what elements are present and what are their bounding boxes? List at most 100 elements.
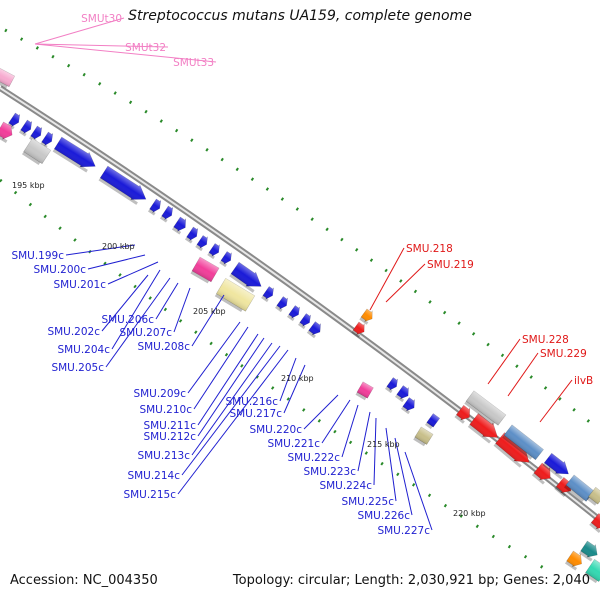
minus-gene-label-16-leader [279, 357, 297, 402]
minus-gene-0-shine [8, 113, 20, 127]
minus-gene-label-11-leader [197, 333, 259, 426]
minus-gene-right-side [542, 462, 563, 480]
minus-gene-13-side [229, 273, 255, 293]
khaki-feature-shine [414, 426, 434, 445]
minus-gene-9-side [184, 236, 193, 244]
trna-feature-lower [355, 381, 374, 401]
plus-gene-2-shine [495, 432, 530, 463]
minus-gene-label-8: SMU.208c [137, 341, 190, 353]
trna-feature-middle-shine [192, 257, 220, 282]
trna-label-2-leader [34, 43, 217, 63]
plus-gene-4-side [554, 486, 566, 497]
minus-gene-8 [171, 216, 187, 235]
minus-gene-8-side [171, 226, 182, 235]
minus-gene-19-side [385, 386, 393, 394]
minus-gene-5-shine [100, 166, 146, 200]
plus-gene-2 [493, 432, 530, 468]
minus-gene-right [542, 452, 569, 480]
minus-gene-label-15-leader [177, 349, 289, 495]
minus-gene-label-16: SMU.216c [225, 396, 278, 408]
orange-feature-lower-side [564, 560, 578, 571]
plus-gene-1-shine [469, 413, 498, 438]
plus-gene-5-side [589, 522, 600, 533]
minus-gene-label-19: SMU.221c [267, 438, 320, 450]
grey-feature-right-shine [466, 390, 506, 426]
minus-gene-6 [147, 198, 162, 216]
minus-gene-label-19-leader [321, 399, 351, 444]
minus-gene-label-1: SMU.200c [33, 264, 86, 276]
plus-gene-label-3-leader [507, 352, 539, 397]
minus-gene-label-0: SMU.199c [11, 250, 64, 262]
minus-gene-label-2-leader [107, 261, 159, 285]
plus-gene-0-side [454, 414, 465, 424]
plus-gene-small-shine [353, 321, 365, 335]
scale-label-0: 195 kbp [12, 181, 45, 190]
trna-feature-middle-side [190, 270, 210, 284]
minus-gene-4 [52, 136, 96, 173]
minus-gene-12 [219, 251, 232, 268]
khaki-feature-right [586, 486, 600, 506]
minus-gene-5-side [98, 177, 138, 205]
minus-gene-label-24: SMU.226c [357, 510, 410, 522]
minus-gene-label-18: SMU.220c [249, 424, 302, 436]
minus-gene-20-side [395, 394, 405, 403]
steel-feature-lower-side [564, 485, 585, 503]
orange-feature-upper-side [359, 317, 369, 325]
orange-feature-lower [564, 550, 582, 571]
minus-gene-label-22: SMU.224c [319, 480, 372, 492]
minus-gene-20-shine [396, 385, 409, 399]
khaki-feature-right-shine [588, 487, 600, 505]
minus-gene-7-side [159, 215, 168, 223]
minus-gene-21-side [401, 406, 411, 415]
minus-gene-label-12: SMU.212c [143, 431, 196, 443]
plus-gene-5-shine [591, 513, 600, 529]
pale-feature-middle-shine [216, 278, 255, 312]
plus-gene-1-side [467, 424, 491, 444]
minus-gene-4-shine [54, 137, 96, 167]
minus-gene-label-17-leader [283, 364, 306, 414]
minus-gene-13-shine [230, 262, 262, 287]
minus-gene-label-7-leader [173, 287, 191, 333]
minus-gene-1 [18, 119, 33, 137]
minus-gene-2-shine [30, 126, 42, 140]
trna-label-1: SMUt32 [125, 42, 166, 54]
minus-gene-21-shine [402, 397, 415, 411]
minus-gene-12-shine [220, 251, 232, 265]
plus-gene-4-shine [556, 477, 571, 493]
minus-gene-15-side [275, 305, 283, 313]
minus-gene-label-4: SMU.204c [57, 344, 110, 356]
minus-gene-label-4-leader [111, 269, 161, 350]
plus-gene-2-side [493, 443, 522, 468]
minus-gene-label-21: SMU.223c [303, 466, 356, 478]
plus-gene-3-shine [533, 463, 551, 480]
steel-feature-lower [564, 474, 595, 503]
khaki-feature-right-side [586, 496, 597, 506]
minus-gene-label-9-leader [187, 321, 241, 394]
minus-gene-label-22-leader [373, 417, 377, 486]
minus-gene-label-9: SMU.209c [133, 388, 186, 400]
outer-tick-ring [4, 28, 600, 432]
minus-gene-10 [195, 235, 208, 252]
minus-gene-label-11: SMU.211c [143, 420, 196, 432]
minus-gene-label-25: SMU.227c [377, 525, 430, 537]
minus-gene-label-18-leader [303, 394, 339, 430]
plus-gene-1 [467, 413, 498, 444]
plus-gene-3-side [531, 472, 545, 485]
minus-gene-label-14-leader [181, 345, 281, 476]
feature-labels: SMUt30SMUt32SMUt33SMU.218SMU.219SMU.228S… [11, 13, 593, 537]
trna-label-1-leader [34, 43, 169, 48]
minus-gene-label-17: SMU.217c [229, 408, 282, 420]
minus-gene-label-23: SMU.225c [341, 496, 394, 508]
trna-label-0-leader [34, 17, 125, 45]
plus-gene-label-0-leader [369, 247, 405, 311]
accession-text: Accession: NC_004350 [10, 573, 158, 588]
minus-gene-right-shine [544, 453, 569, 475]
trna-label-2: SMUt33 [173, 57, 214, 69]
plus-gene-small-side [351, 330, 361, 338]
minus-gene-label-20-leader [341, 404, 359, 458]
trna-feature-lower-side [355, 392, 367, 401]
plus-gene-3 [531, 462, 551, 485]
minus-gene-label-6-leader [155, 282, 179, 320]
minus-gene-14-shine [262, 286, 274, 300]
